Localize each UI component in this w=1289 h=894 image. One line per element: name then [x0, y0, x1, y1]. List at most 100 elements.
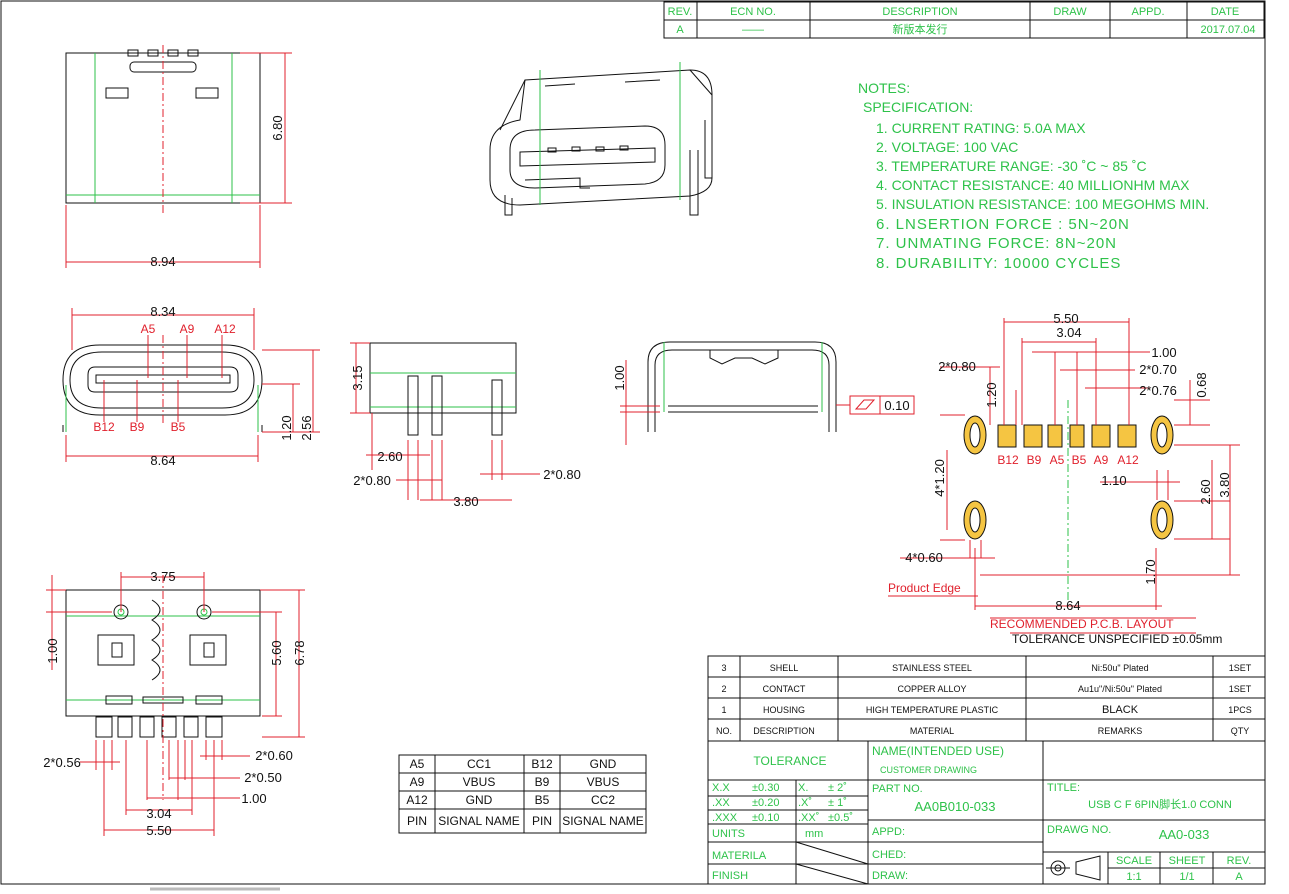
- pcb-dim-170: 1.70: [1143, 559, 1158, 584]
- tb-part-value: AA0B010-033: [915, 799, 996, 814]
- front-pin-label: A5: [141, 322, 156, 336]
- pin-table-cell: GND: [590, 757, 617, 771]
- pin-table-cell: VBUS: [587, 775, 620, 789]
- pcb-dim-068: 0.68: [1194, 372, 1209, 397]
- bom-header: NO.: [716, 726, 732, 736]
- bom-cell: 1SET: [1229, 663, 1252, 673]
- bom-header: MATERIAL: [910, 726, 954, 736]
- top-view-height-dim: 6.80: [270, 115, 285, 140]
- rev-header-rev: REV.: [668, 6, 693, 18]
- pcb-pad-label: B5: [1072, 453, 1087, 467]
- pcb-dim-260: 2.60: [1198, 479, 1213, 504]
- pcb-tolerance-note: TOLERANCE UNSPECIFIED ±0.05mm: [1012, 632, 1222, 646]
- tb-title-label: TITLE:: [1047, 782, 1080, 794]
- side-dim-2x080-right: 2*0.80: [543, 467, 581, 482]
- tb-drawno-value: AA0-033: [1159, 827, 1210, 842]
- tb-tol-cell: .X˚: [798, 797, 812, 809]
- bom-cell: HIGH TEMPERATURE PLASTIC: [866, 705, 999, 715]
- pin-table-cell: A9: [410, 775, 425, 789]
- note-item: 6. LNSERTION FORCE : 5N~20N: [876, 216, 1130, 233]
- tb-name-label: NAME(INTENDED USE): [872, 744, 1004, 758]
- rear-height-dim: 1.00: [612, 365, 627, 390]
- notes-title: NOTES:: [858, 80, 910, 96]
- side-height-dim: 3.15: [350, 365, 365, 390]
- pcb-pad-label: B9: [1027, 453, 1042, 467]
- notes-subtitle: SPECIFICATION:: [863, 99, 973, 115]
- bom-cell: STAINLESS STEEL: [892, 663, 972, 673]
- revision-table: [663, 1, 1265, 39]
- pin-table-cell: B5: [535, 793, 550, 807]
- front-pin-label: B9: [130, 420, 145, 434]
- front-right-dim-b: 2.56: [299, 415, 314, 440]
- bom-cell: HOUSING: [763, 705, 805, 715]
- tb-units-val: mm: [805, 828, 823, 840]
- front-view: [62, 308, 320, 462]
- bom-cell: 1PCS: [1228, 705, 1252, 715]
- tb-tol-cell: X.X: [712, 782, 730, 794]
- tb-tol-cell: .XX˚: [798, 812, 819, 824]
- pin-table-cell: A5: [410, 757, 425, 771]
- rear-flatness-value: 0.10: [884, 398, 909, 413]
- tb-drawno-label: DRAWG NO.: [1047, 824, 1111, 836]
- pcb-dim-304: 3.04: [1056, 325, 1081, 340]
- tb-tol-cell: ± 2˚: [828, 782, 847, 794]
- tb-draw: DRAW:: [872, 870, 908, 882]
- pcb-dim-550: 5.50: [1053, 311, 1078, 326]
- tb-sheet-value: 1/1: [1179, 871, 1194, 883]
- top-view: [65, 45, 292, 268]
- bottom-dim-375: 3.75: [150, 569, 175, 584]
- tb-tol-cell: X.: [798, 782, 808, 794]
- side-view: [350, 342, 540, 501]
- pcb-pad-label: B12: [997, 453, 1019, 467]
- rev-row-rev: A: [676, 24, 684, 36]
- rev-header-draw: DRAW: [1053, 6, 1087, 18]
- side-dim-380: 3.80: [453, 494, 478, 509]
- note-item: 4. CONTACT RESISTANCE: 40 MILLIONHM MAX: [876, 177, 1190, 193]
- tb-tol-cell: ±0.10: [752, 812, 779, 824]
- pin-table: [398, 754, 647, 834]
- note-item: 7. UNMATING FORCE: 8N~20N: [876, 235, 1117, 252]
- bom-table: [707, 655, 1266, 742]
- pcb-pad-label: A5: [1050, 453, 1065, 467]
- rear-view: [620, 341, 915, 445]
- tb-units: UNITS: [712, 828, 745, 840]
- pcb-dim-2x070: 2*0.70: [1139, 362, 1177, 377]
- bom-header: QTY: [1231, 726, 1250, 736]
- bottom-dim-2x050: 2*0.50: [244, 770, 282, 785]
- pin-table-rows: A5 CC1 B12 GND A9 VBUS B9 VBUS A12 GND B…: [406, 757, 643, 828]
- bom-header: REMARKS: [1098, 726, 1143, 736]
- rev-row-date: 2017.07.04: [1200, 24, 1255, 36]
- rev-header-date: DATE: [1211, 6, 1240, 18]
- bom-cell: BLACK: [1102, 704, 1139, 716]
- note-item: 2. VOLTAGE: 100 VAC: [876, 139, 1018, 155]
- rev-row-ecn: ——: [742, 24, 764, 36]
- front-pin-label: B5: [171, 420, 186, 434]
- bottom-dim-560: 5.60: [269, 640, 284, 665]
- tb-finish: FINISH: [712, 870, 748, 882]
- side-dim-260: 2.60: [377, 449, 402, 464]
- bom-cell: 1SET: [1229, 684, 1252, 694]
- bottom-dim-2x060: 2*0.60: [255, 748, 293, 763]
- pcb-dim-100: 1.00: [1151, 345, 1176, 360]
- bom-cell: 2: [721, 684, 726, 694]
- pcb-layout: [888, 318, 1240, 634]
- pin-table-cell: B9: [535, 775, 550, 789]
- pin-table-cell: CC2: [591, 793, 615, 807]
- pin-table-header: PIN: [532, 814, 552, 828]
- tb-tol-cell: .XXX: [712, 812, 738, 824]
- front-pin-label: A12: [214, 322, 236, 336]
- tb-tolerance: TOLERANCE: [753, 754, 826, 768]
- pcb-dim-864: 8.64: [1055, 598, 1080, 613]
- title-block: [707, 740, 1266, 885]
- bom-cell: Au1u"/Ni:50u" Plated: [1078, 684, 1162, 694]
- tb-sheet-label: SHEET: [1169, 855, 1206, 867]
- bottom-dim-550: 5.50: [146, 823, 171, 838]
- tb-scale-value: 1:1: [1126, 871, 1141, 883]
- rev-header-ecn: ECN NO.: [730, 6, 776, 18]
- front-view-top-dim: 8.34: [150, 304, 175, 319]
- bom-cell: Ni:50u" Plated: [1091, 663, 1148, 673]
- top-view-width-dim: 8.94: [150, 254, 175, 269]
- tb-name-value: CUSTOMER DRAWING: [880, 765, 977, 775]
- note-item: 3. TEMPERATURE RANGE: -30 ˚C ~ 85 ˚C: [876, 158, 1147, 174]
